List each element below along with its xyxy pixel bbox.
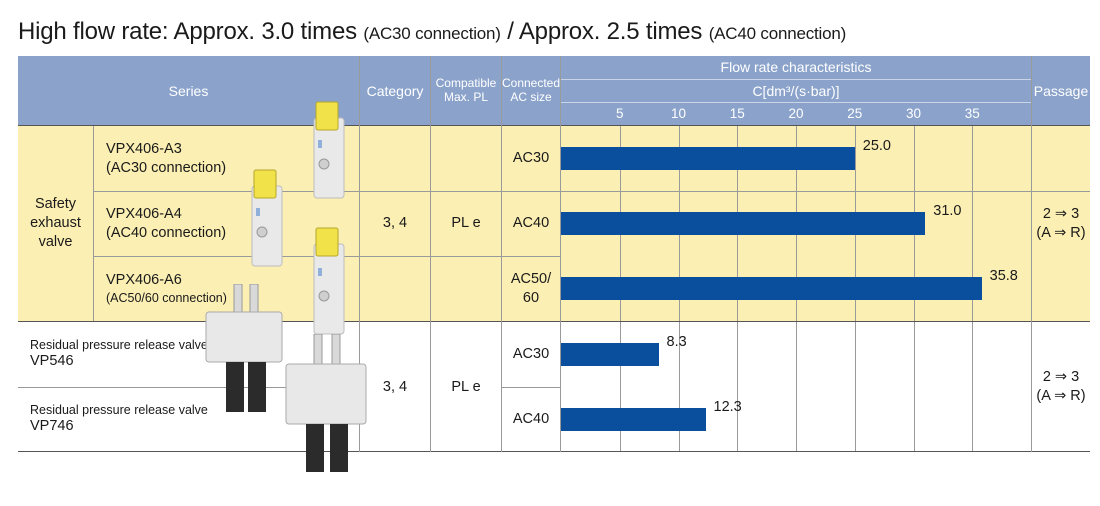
row-line-1 <box>94 191 1090 192</box>
safety-exhaust-valve-image <box>306 226 354 336</box>
title-main-1: High flow rate: Approx. 3.0 times <box>18 18 357 45</box>
col-line-ac <box>560 56 561 452</box>
col-line-pl <box>501 56 502 452</box>
ac-size-row-5: AC40 <box>512 411 550 428</box>
col-line-chart <box>1031 56 1032 452</box>
x-tick-label: 35 <box>964 106 980 121</box>
residual-pressure-release-valve-image <box>284 333 368 474</box>
bar-value-label: 35.8 <box>989 268 1018 284</box>
row-line-4 <box>18 387 360 388</box>
bar-value-label: 31.0 <box>933 203 962 219</box>
row-vpx406-a3: VPX406-A3(AC30 connection) <box>106 140 227 176</box>
bar-1 <box>561 146 855 170</box>
bar-4 <box>561 342 659 366</box>
row-vpx406-a6: VPX406-A6(AC50/60 connection) <box>106 271 227 305</box>
page-title: High flow rate: Approx. 3.0 times (AC30 … <box>18 18 846 46</box>
header-flow-rate-title: Flow rate characteristics <box>561 56 1031 79</box>
x-tick-label: 30 <box>905 106 922 121</box>
ac-size-row-3: AC50/60 <box>510 270 552 306</box>
safety-exhaust-valve-image <box>244 168 292 268</box>
bar-value-label: 25.0 <box>862 138 891 154</box>
row-line-4b <box>502 387 560 388</box>
header-bottom-line <box>18 125 1090 126</box>
ac-size-row-2: AC40 <box>512 215 550 232</box>
title-separator: / <box>507 18 514 45</box>
bar-value-label: 8.3 <box>666 334 687 350</box>
table-bottom-line <box>18 451 1090 452</box>
x-axis-ticks: 5 10 15 20 25 30 35 <box>561 106 1031 126</box>
x-tick-label: 20 <box>788 106 804 121</box>
x-tick-label: 10 <box>670 106 687 121</box>
title-sub-2: (AC40 connection) <box>708 24 847 43</box>
safety-exhaust-valve-image <box>306 100 354 200</box>
header-subline-2 <box>561 102 1031 103</box>
header-category: Category <box>360 56 430 126</box>
residual-pressure-release-valve-image <box>204 283 284 414</box>
pl-group-2: PL e <box>451 378 481 395</box>
header-passage: Passage <box>1032 56 1090 126</box>
header-tick-row <box>561 103 1031 126</box>
pl-group-1: PL e <box>451 215 481 232</box>
x-tick-label: 15 <box>729 106 745 121</box>
passage-group-2: 2 ⇒ 3(A ⇒ R) <box>1036 369 1086 404</box>
ac-size-row-1: AC30 <box>512 150 550 167</box>
passage-group-1: 2 ⇒ 3(A ⇒ R) <box>1036 205 1086 241</box>
row-vpx406-a4: VPX406-A4(AC40 connection) <box>106 205 227 241</box>
bar-5 <box>561 407 706 431</box>
header-subline-1 <box>561 79 1031 80</box>
header-series: Series <box>18 56 359 126</box>
bar-2 <box>561 211 926 235</box>
category-group-1: 3, 4 <box>382 215 408 232</box>
bar-3 <box>561 276 982 300</box>
ac-size-row-4: AC30 <box>512 346 550 363</box>
chart-bars: 25.0 31.0 35.8 8.3 12.3 <box>18 56 1090 452</box>
category-group-2: 3, 4 <box>382 378 408 395</box>
bar-value-label: 12.3 <box>713 399 742 415</box>
title-sub-1: (AC30 connection) <box>363 24 501 43</box>
col-line-group <box>93 126 94 321</box>
group-divider <box>18 321 1090 322</box>
title-main-2: Approx. 2.5 times <box>518 18 703 45</box>
col-line-series <box>359 56 360 452</box>
x-tick-label: 5 <box>615 106 624 121</box>
x-tick-label: 25 <box>847 106 863 121</box>
col-line-category <box>430 56 431 452</box>
header-flow-unit: C[dm³/(s·bar)] <box>561 80 1031 102</box>
